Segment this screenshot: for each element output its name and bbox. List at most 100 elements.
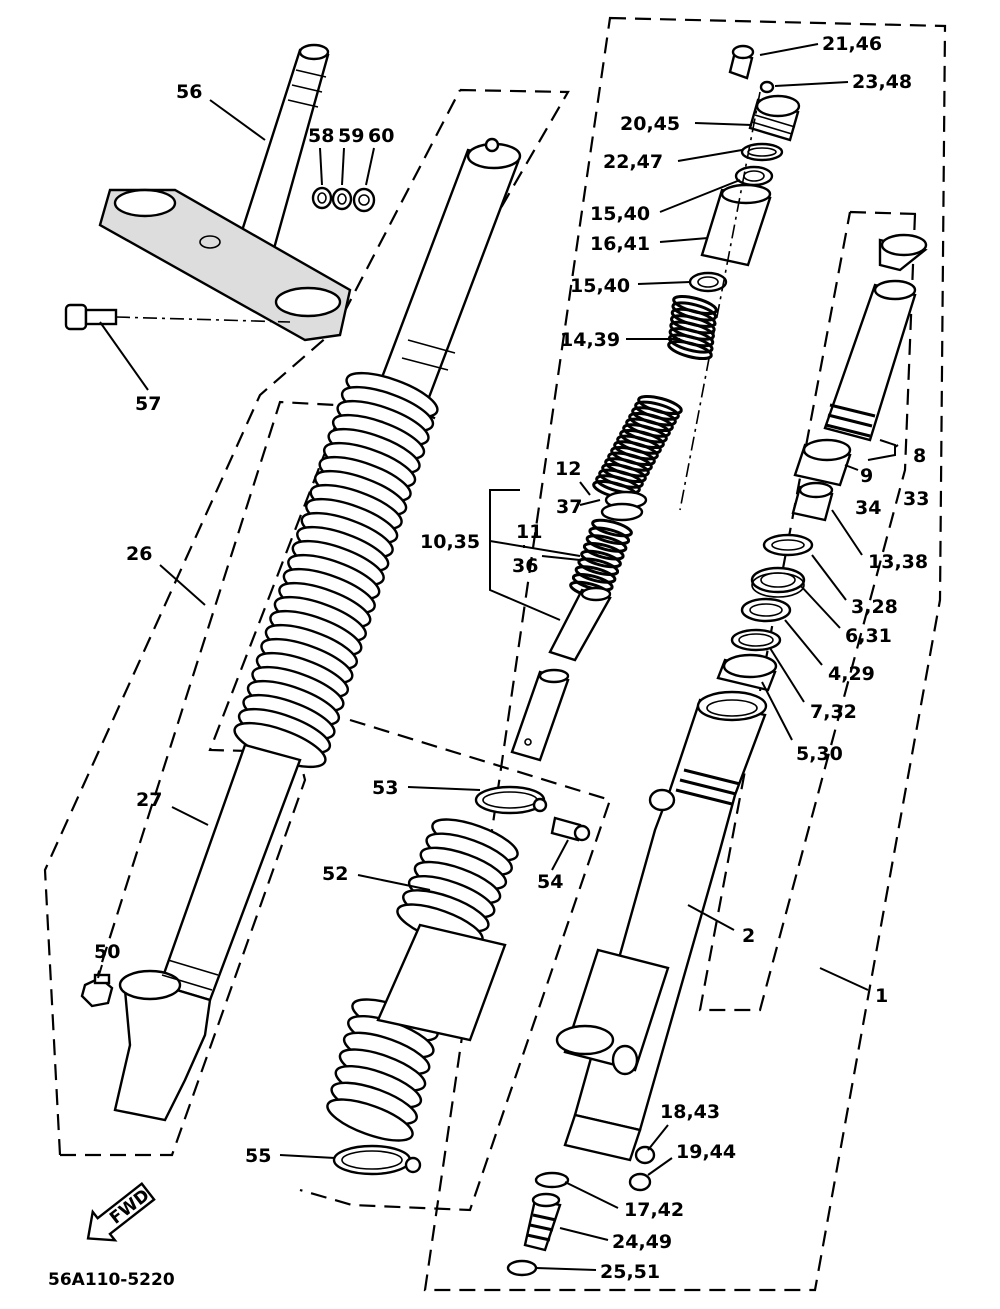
spacer-16-41 xyxy=(700,183,772,267)
clip-3-28 xyxy=(762,533,814,557)
part-label-16_41: 16,41 xyxy=(590,233,650,255)
leader-line-24_49 xyxy=(559,1227,609,1241)
leader-line-5_30 xyxy=(761,681,793,741)
coil xyxy=(591,518,633,538)
leader-line-58 xyxy=(319,147,323,186)
left-inner-tube xyxy=(376,137,522,402)
leader-line-2 xyxy=(687,904,735,931)
o-ring-23-48 xyxy=(759,80,775,94)
part-label-18_43: 18,43 xyxy=(660,1101,720,1123)
washer-7-32 xyxy=(730,628,782,652)
leader-line-55 xyxy=(279,1154,336,1159)
leader-line-60 xyxy=(365,147,375,186)
part-label-9: 9 xyxy=(860,465,873,487)
coil xyxy=(585,534,628,553)
part-labels: 21,4623,4820,4522,4715,4016,4115,4014,39… xyxy=(94,33,929,1283)
bracket-line-1 xyxy=(867,439,896,461)
leader-line-54 xyxy=(551,839,569,871)
part-label-21_46: 21,46 xyxy=(822,33,882,55)
leader-line-53 xyxy=(407,786,481,791)
part-label-20_45: 20,45 xyxy=(620,113,680,135)
rebound-spring-11-36 xyxy=(569,518,633,600)
leader-line-10_35 xyxy=(489,540,581,557)
washer-4-29 xyxy=(740,597,792,623)
leader-line-36 xyxy=(541,555,581,561)
leader-line-21_46 xyxy=(759,43,819,56)
slide-metal-9-34 xyxy=(793,438,852,487)
washer-15-40-top xyxy=(734,165,774,187)
part-label-10_35: 10,35 xyxy=(420,531,480,553)
part-label-12: 12 xyxy=(555,458,581,480)
bellows-fold xyxy=(326,1098,414,1142)
drawing-code: 56A110-5220 xyxy=(48,1270,175,1290)
coil xyxy=(580,549,622,569)
part-label-27: 27 xyxy=(136,789,162,811)
part-label-17_42: 17,42 xyxy=(624,1199,684,1221)
coil xyxy=(577,557,620,577)
leader-line-27 xyxy=(171,806,209,826)
left-boot xyxy=(233,371,439,769)
part-label-60: 60 xyxy=(368,125,394,147)
leader-line-20_45 xyxy=(694,122,753,126)
leader-line-16_41 xyxy=(659,237,709,243)
part-label-53: 53 xyxy=(372,777,398,799)
part-label-54: 54 xyxy=(537,871,563,893)
left-outer-tube-27 xyxy=(113,743,302,1122)
coil xyxy=(574,565,617,584)
clamp-55 xyxy=(332,1144,422,1176)
part-label-8: 8 xyxy=(913,445,926,467)
clamp-53 xyxy=(474,785,548,815)
under-bracket xyxy=(98,188,352,342)
part-label-4_29: 4,29 xyxy=(828,663,875,685)
bottom-parts xyxy=(506,1145,656,1277)
piston-ring-12-37 xyxy=(600,490,648,522)
cap-bolt-20-45 xyxy=(748,94,801,142)
leader-line-3_28 xyxy=(811,554,847,601)
leader-line-7_32 xyxy=(769,647,805,703)
coil xyxy=(667,333,714,354)
cap-bolt-21-46 xyxy=(728,44,755,80)
part-label-11: 11 xyxy=(516,521,542,543)
fwd-arrow: FWD xyxy=(86,1182,156,1242)
part-label-22_47: 22,47 xyxy=(603,151,663,173)
leader-line-4_29 xyxy=(784,619,823,666)
outer-tube-2 xyxy=(555,690,768,1162)
part-label-59: 59 xyxy=(338,125,364,147)
steering-stem-56 xyxy=(230,43,330,272)
leader-line-17_42 xyxy=(564,1181,619,1209)
part-label-1: 1 xyxy=(875,985,888,1007)
coil xyxy=(667,339,713,361)
leader-line-15_40_top xyxy=(659,179,741,213)
leader-line-56 xyxy=(209,99,266,141)
leader-line-52 xyxy=(357,874,431,891)
part-label-34: 34 xyxy=(855,497,881,519)
part-label-50: 50 xyxy=(94,941,120,963)
leader-line-18_43 xyxy=(647,1124,669,1151)
leader-line-57 xyxy=(99,321,149,391)
leader-line-59 xyxy=(341,147,345,186)
leader-line-15_40_bottom xyxy=(637,281,691,285)
slide-metal-5-30 xyxy=(716,653,778,692)
bolt-50 xyxy=(80,973,114,1008)
part-label-52: 52 xyxy=(322,863,348,885)
part-label-2: 2 xyxy=(742,925,755,947)
o-ring-22-47 xyxy=(740,142,784,162)
bolt-57 xyxy=(64,303,291,331)
oil-seal-6-31 xyxy=(750,566,806,598)
part-label-36: 36 xyxy=(512,555,538,577)
slide-metal-13-38 xyxy=(791,481,834,522)
part-label-14_39: 14,39 xyxy=(560,329,620,351)
part-label-7_32: 7,32 xyxy=(810,701,857,723)
part-label-24_49: 24,49 xyxy=(612,1231,672,1253)
inner-tube-8-33 xyxy=(823,233,928,442)
leader-line-22_47 xyxy=(677,149,743,162)
leader-line-25_51 xyxy=(535,1267,597,1271)
part-label-58: 58 xyxy=(308,125,334,147)
boot-52 xyxy=(326,818,519,1142)
part-label-55: 55 xyxy=(245,1145,271,1167)
part-label-26: 26 xyxy=(126,543,152,565)
part-label-56: 56 xyxy=(176,81,202,103)
leader-line-13_38 xyxy=(831,509,863,556)
leader-line-23_48 xyxy=(774,81,849,87)
